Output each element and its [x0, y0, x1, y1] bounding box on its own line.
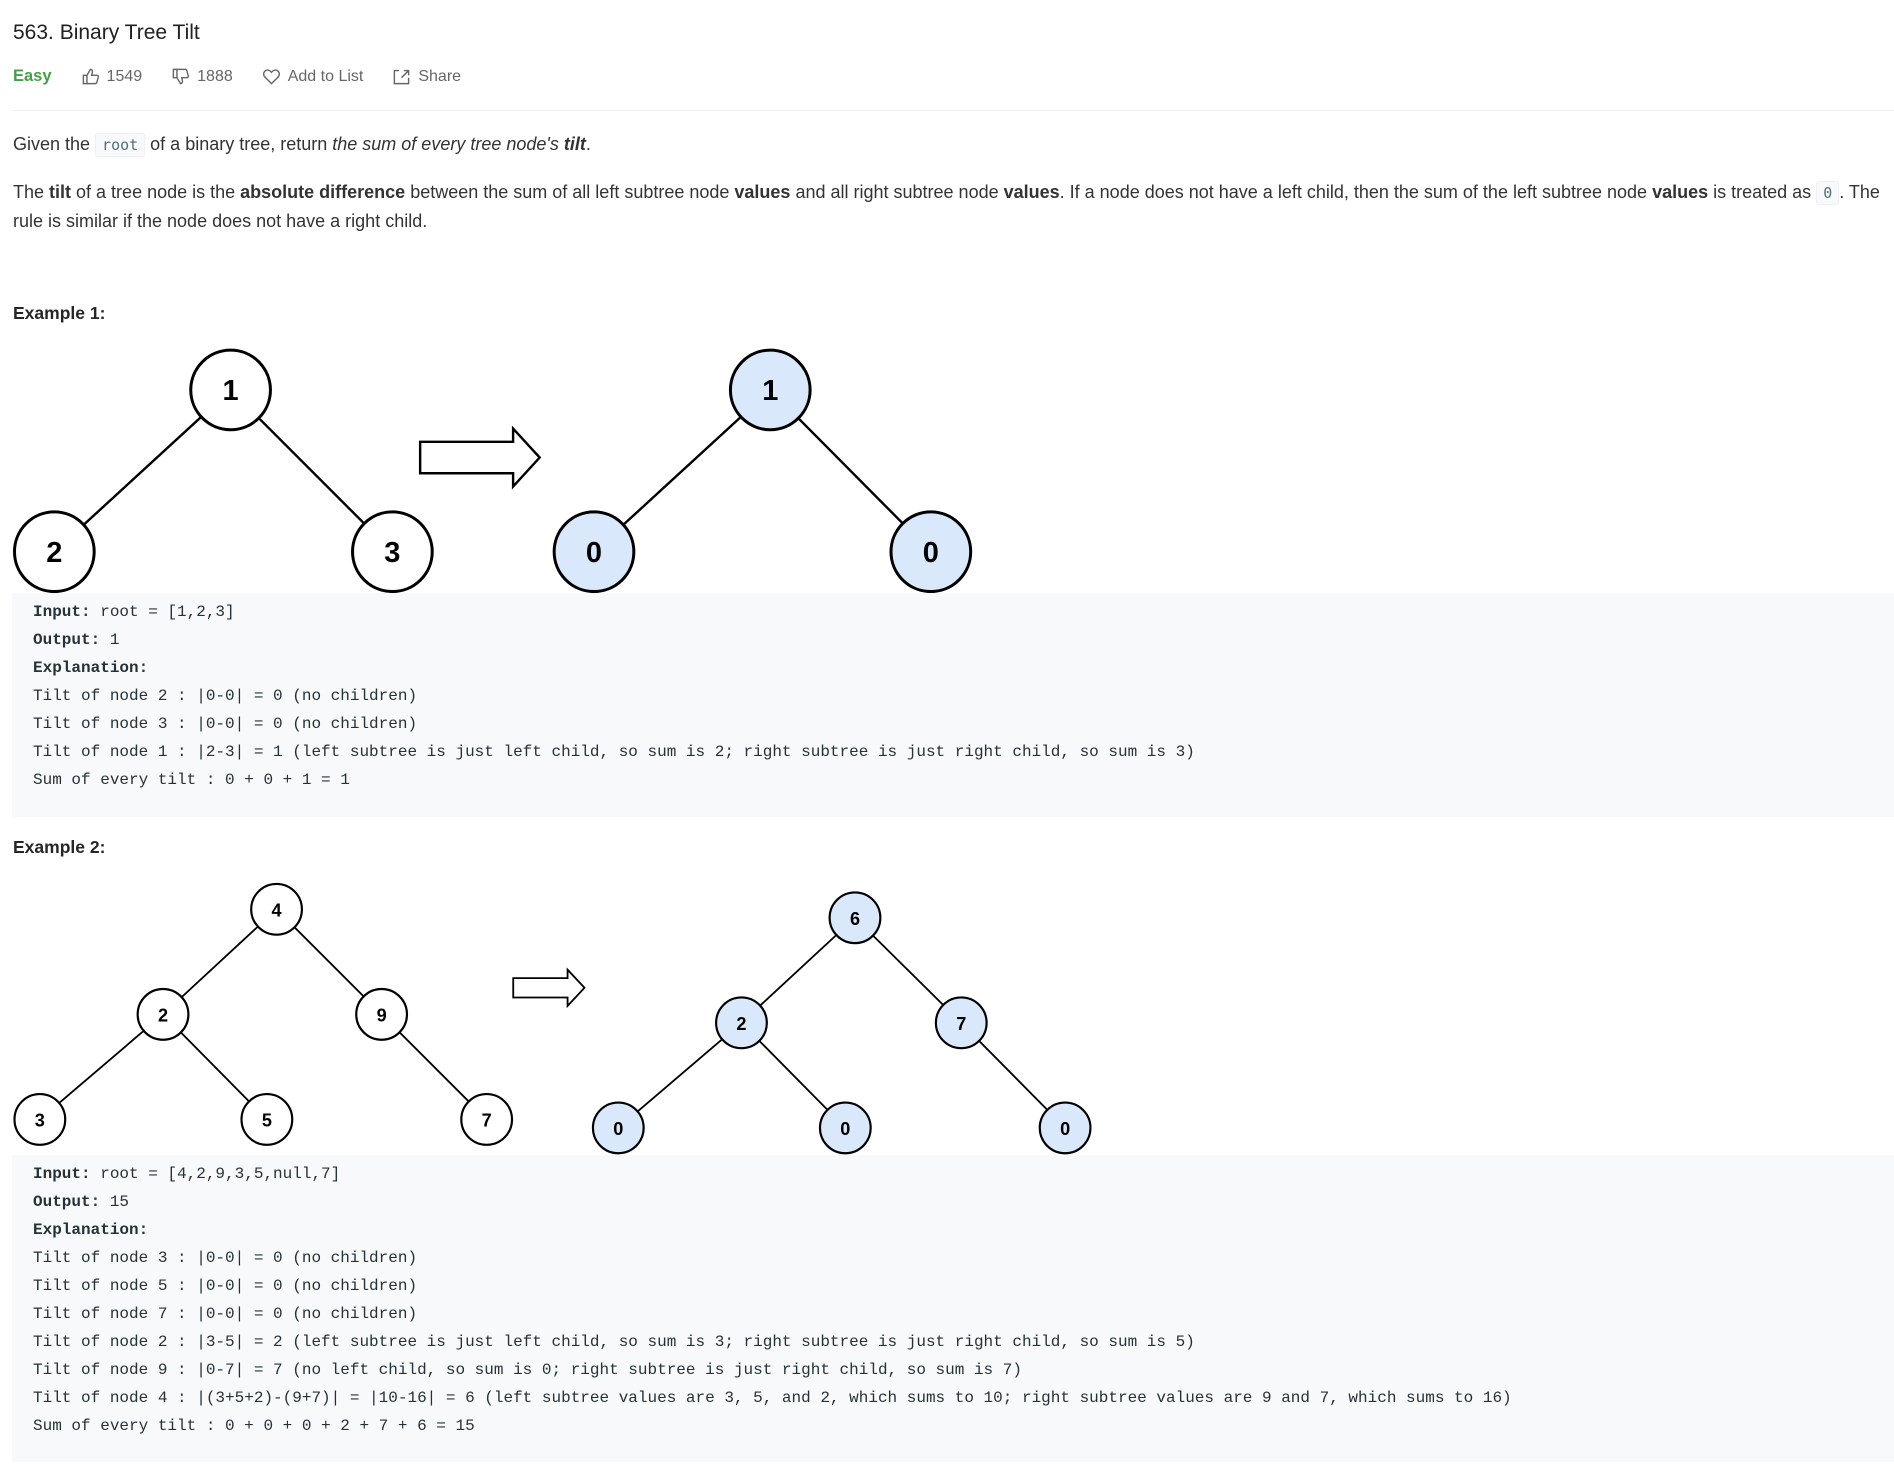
example-2-diagram: 4 2 9 3 5 7 6 2 7 0 0 0 — [13, 882, 1092, 1155]
dislike-count: 1888 — [197, 67, 233, 85]
example-2-code-block: Input: root = [4,2,9,3,5,null,7] Output:… — [12, 1155, 1894, 1462]
thumbs-down-icon — [172, 68, 190, 85]
example-1-diagram: 1 2 3 1 0 0 — [12, 348, 973, 594]
tree-node: 7 — [956, 1014, 966, 1034]
difficulty-badge: Easy — [13, 67, 52, 85]
tree-node: 2 — [736, 1014, 746, 1034]
tree-node: 5 — [262, 1111, 272, 1131]
add-to-list-label: Add to List — [287, 67, 364, 85]
like-button[interactable]: 1549 — [81, 67, 143, 86]
add-to-list-button[interactable]: Add to List — [262, 67, 364, 86]
tree-node: 0 — [840, 1119, 850, 1139]
tree-node: 1 — [762, 375, 778, 407]
tree-node: 0 — [1060, 1119, 1070, 1139]
page-title: 563. Binary Tree Tilt — [13, 21, 200, 44]
tree-node: 0 — [586, 537, 602, 569]
arrow-icon — [512, 967, 586, 1009]
tree-node: 6 — [850, 909, 860, 929]
tree-node: 9 — [377, 1006, 387, 1026]
share-icon — [394, 69, 410, 85]
tree-node: 2 — [46, 537, 62, 569]
share-button[interactable]: Share — [392, 67, 461, 86]
thumbs-up-icon — [82, 68, 99, 85]
tree-node: 2 — [158, 1006, 168, 1026]
tree-node: 0 — [923, 537, 939, 569]
divider — [13, 110, 1894, 111]
tree-node: 3 — [35, 1111, 45, 1131]
example-1-heading: Example 1: — [13, 303, 106, 323]
tree-node: 7 — [482, 1111, 492, 1131]
description-paragraph-2: The tilt of a tree node is the absolute … — [13, 181, 1880, 231]
problem-meta-bar: Easy 1549 1888 Add to List Share — [13, 67, 490, 86]
tree-node: 3 — [384, 537, 400, 569]
tree-node: 4 — [272, 901, 282, 921]
like-count: 1549 — [106, 67, 143, 85]
description-paragraph-1: Given the root of a binary tree, return … — [13, 130, 1891, 159]
tree-node: 0 — [613, 1119, 623, 1139]
tree-node: 1 — [223, 375, 239, 407]
heart-icon — [262, 69, 280, 85]
example-2-heading: Example 2: — [13, 837, 106, 857]
example-1-code-block: Input: root = [1,2,3] Output: 1 Explanat… — [12, 593, 1894, 817]
share-label: Share — [418, 67, 462, 85]
inline-code: root — [95, 133, 146, 157]
dislike-button[interactable]: 1888 — [171, 67, 233, 86]
arrow-icon — [418, 425, 542, 490]
inline-code: 0 — [1816, 181, 1840, 205]
